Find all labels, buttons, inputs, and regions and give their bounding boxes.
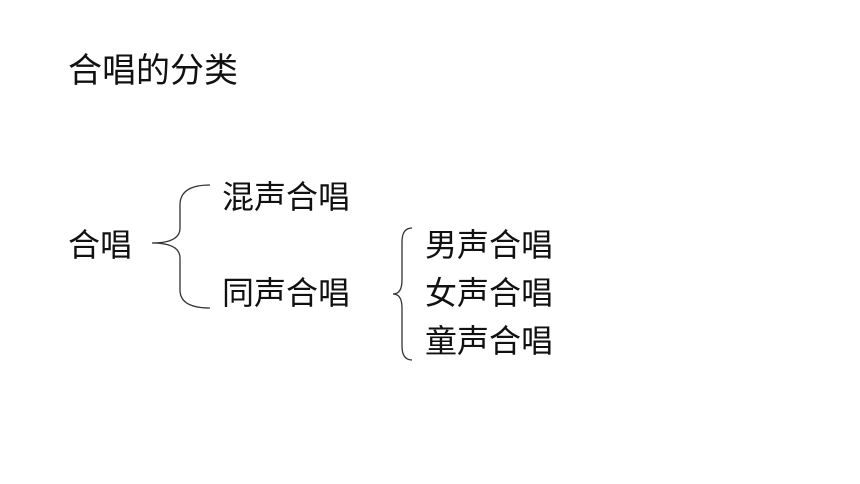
brace-root (151, 184, 211, 309)
node-mixed-choir: 混声合唱 (222, 178, 351, 216)
node-equal-voice-choir: 同声合唱 (222, 274, 351, 312)
node-male-choir: 男声合唱 (425, 226, 554, 264)
root-node-label: 合唱 (68, 226, 133, 264)
brace-equal-voice (392, 227, 413, 361)
node-female-choir: 女声合唱 (425, 274, 554, 312)
node-children-choir: 童声合唱 (425, 322, 554, 360)
slide-title: 合唱的分类 (68, 51, 238, 91)
